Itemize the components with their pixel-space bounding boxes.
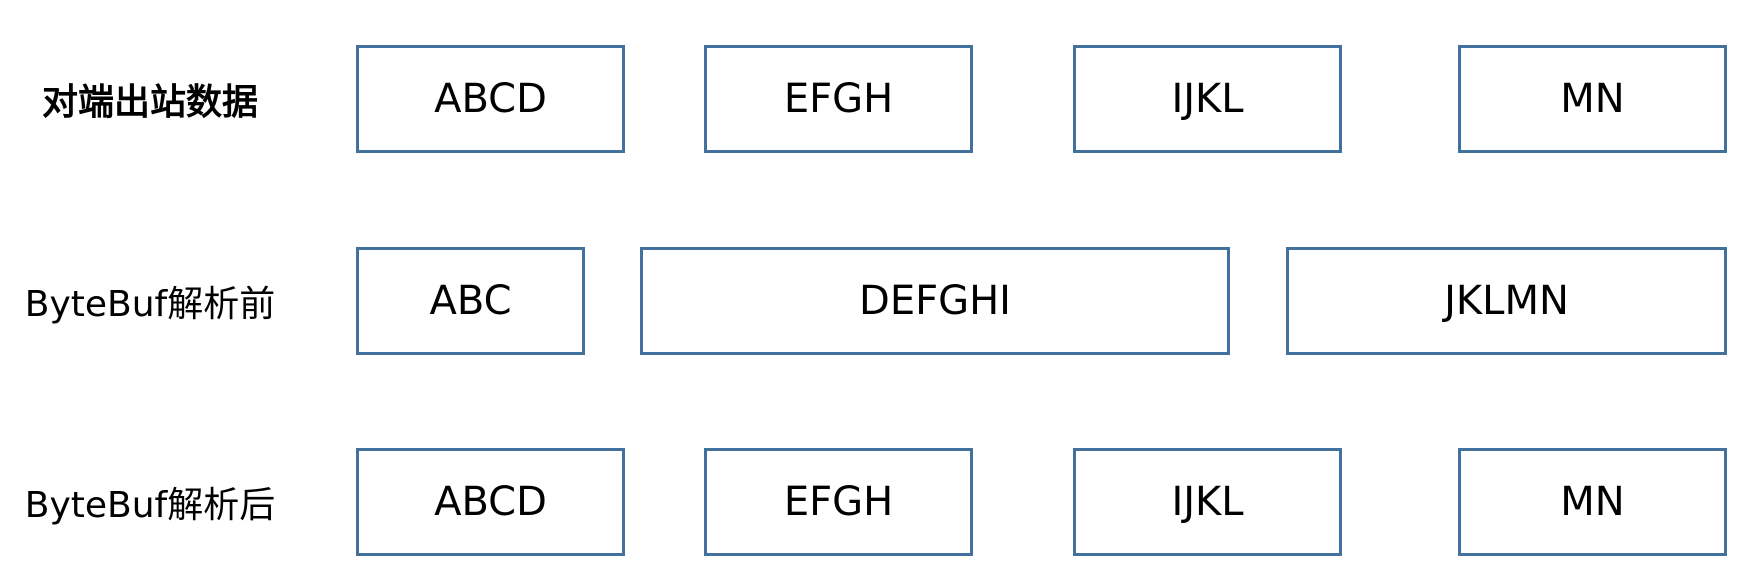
after-parse-box-1: ABCD	[356, 448, 625, 556]
row-outbound-data: 对端出站数据 ABCD EFGH IJKL MN	[0, 45, 1762, 153]
row-label-before-parse: ByteBuf解析前	[24, 284, 276, 325]
before-parse-box-3: JKLMN	[1286, 247, 1727, 355]
before-parse-box-2: DEFGHI	[640, 247, 1230, 355]
row-after-parse: ByteBuf解析后 ABCD EFGH IJKL MN	[0, 448, 1762, 556]
before-parse-box-1: ABC	[356, 247, 585, 355]
outbound-box-3: IJKL	[1073, 45, 1342, 153]
after-parse-box-2: EFGH	[704, 448, 973, 556]
outbound-box-2: EFGH	[704, 45, 973, 153]
outbound-box-4: MN	[1458, 45, 1727, 153]
after-parse-box-4: MN	[1458, 448, 1727, 556]
row-label-outbound: 对端出站数据	[41, 81, 258, 123]
row-label-after-parse: ByteBuf解析后	[24, 485, 276, 526]
row-before-parse: ByteBuf解析前 ABC DEFGHI JKLMN	[0, 247, 1762, 355]
outbound-box-1: ABCD	[356, 45, 625, 153]
after-parse-box-3: IJKL	[1073, 448, 1342, 556]
